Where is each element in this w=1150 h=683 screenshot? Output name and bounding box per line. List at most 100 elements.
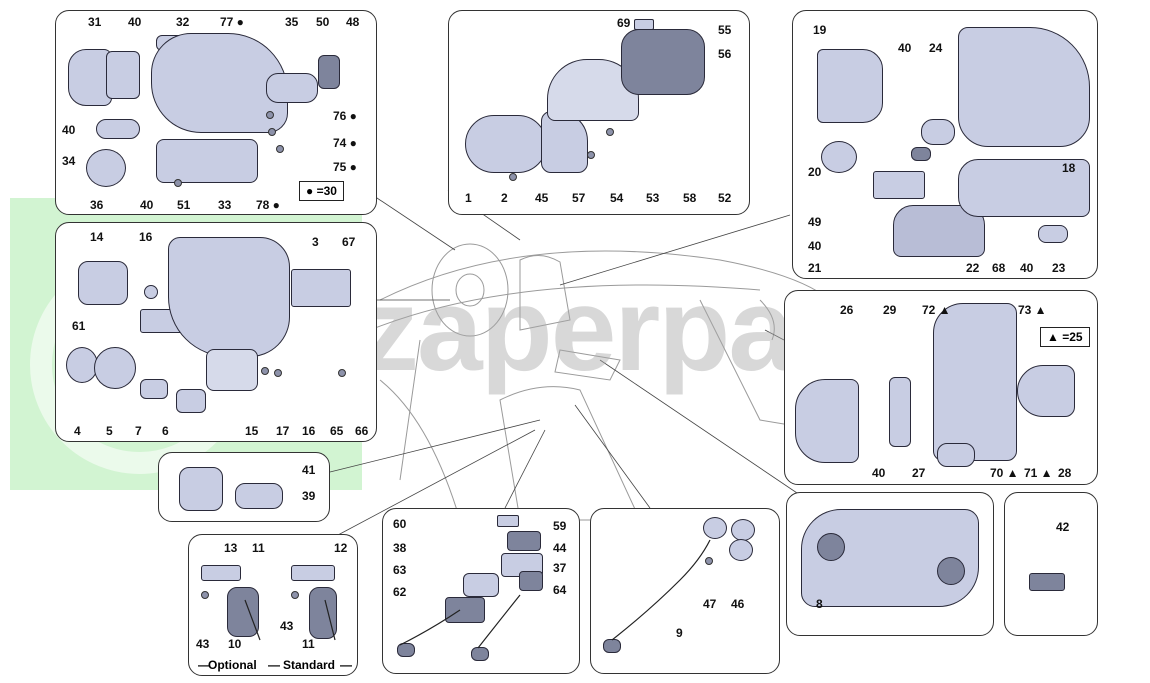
- label-34: 34: [62, 154, 76, 168]
- label-44: 44: [553, 541, 567, 555]
- panel-bottom-left: [188, 534, 358, 676]
- duct-28: [1017, 365, 1075, 417]
- pad-67: [291, 269, 351, 307]
- label-58: 58: [683, 191, 697, 205]
- switch-46a: [703, 517, 727, 539]
- label-40c: 40: [140, 198, 154, 212]
- label-66: 66: [355, 424, 369, 438]
- label-43: 43: [196, 637, 210, 651]
- label-50: 50: [316, 15, 330, 29]
- label-67: 67: [342, 235, 356, 249]
- cluster-1: [465, 115, 547, 173]
- label-48: 48: [346, 15, 360, 29]
- label-24: 24: [929, 41, 943, 55]
- switch-7: [140, 379, 168, 399]
- label-74: 74 ●: [333, 136, 357, 150]
- label-6: 6: [162, 424, 169, 438]
- label-62: 62: [393, 585, 407, 599]
- panel-top-right: [792, 10, 1098, 279]
- label-8: 8: [816, 597, 823, 611]
- label-13: 13: [224, 541, 238, 555]
- bracket-15: [206, 349, 258, 391]
- label-29: 29: [883, 303, 897, 317]
- switch-50: [318, 55, 340, 89]
- frame-41: [179, 467, 223, 511]
- vent-26: [795, 379, 859, 463]
- grille-29: [889, 377, 911, 447]
- plate-12: [291, 565, 335, 581]
- label-3: 3: [312, 235, 319, 249]
- nut-16: [144, 285, 158, 299]
- label-53: 53: [646, 191, 660, 205]
- vent-19: [817, 49, 883, 123]
- label-69: 69: [617, 16, 631, 30]
- label-7: 7: [135, 424, 142, 438]
- label-46: 46: [731, 597, 745, 611]
- label-20: 20: [808, 165, 822, 179]
- footer-divider-b: —: [198, 658, 210, 672]
- label-43b: 43: [280, 619, 294, 633]
- label-11b: 11: [302, 637, 315, 651]
- switch-37: [519, 571, 543, 591]
- label-10: 10: [228, 637, 242, 651]
- bezel-63: [463, 573, 499, 597]
- label-77: 77 ●: [220, 15, 244, 29]
- label-28: 28: [1058, 466, 1072, 480]
- sensor-23: [1038, 225, 1068, 243]
- plate-60: [497, 515, 519, 527]
- footer-divider-a: —: [268, 658, 280, 672]
- panel-bottom-8: [786, 492, 994, 636]
- label-40b: 40: [62, 123, 76, 137]
- trim-45: [541, 111, 588, 173]
- nut-66: [338, 369, 346, 377]
- label-31: 31: [88, 15, 102, 29]
- module-62: [445, 597, 485, 623]
- pad-49: [873, 171, 925, 199]
- panel-mid-right: ▲ =25: [784, 290, 1098, 485]
- screw-51: [174, 179, 182, 187]
- label-63: 63: [393, 563, 407, 577]
- label-2: 2: [501, 191, 508, 205]
- label-27: 27: [912, 466, 926, 480]
- label-52: 52: [718, 191, 732, 205]
- label-40d: 40: [898, 41, 912, 55]
- panel-mid-left: [55, 222, 377, 442]
- label-26: 26: [840, 303, 854, 317]
- plate-69: [634, 19, 654, 30]
- cluster-hood-77: [151, 33, 288, 133]
- switch-46c: [729, 539, 753, 561]
- clip-42: [1029, 573, 1065, 591]
- label-55: 55: [718, 23, 732, 37]
- knob-8b: [937, 557, 965, 585]
- label-49: 49: [808, 215, 822, 229]
- label-35: 35: [285, 15, 299, 29]
- switch-36: [86, 149, 126, 187]
- label-75: 75 ●: [333, 160, 357, 174]
- label-61: 61: [72, 319, 86, 333]
- nut-16b: [274, 369, 282, 377]
- switch-38: [507, 531, 541, 551]
- label-42: 42: [1056, 520, 1070, 534]
- label-40f: 40: [1020, 261, 1034, 275]
- label-76: 76 ●: [333, 109, 357, 123]
- label-45: 45: [535, 191, 549, 205]
- connector-62: [397, 643, 415, 657]
- screw-2: [509, 173, 517, 181]
- label-54: 54: [610, 191, 624, 205]
- label-57: 57: [572, 191, 586, 205]
- label-9: 9: [676, 626, 683, 640]
- duct-22: [958, 159, 1090, 217]
- trim-18: [958, 27, 1090, 147]
- panel-bottom-42: [1004, 492, 1098, 636]
- switch-20: [821, 141, 857, 173]
- label-11: 11: [252, 541, 265, 555]
- legend-dot: ● =30: [299, 181, 344, 201]
- label-12: 12: [334, 541, 348, 555]
- label-1: 1: [465, 191, 472, 205]
- label-70: 70 ▲: [990, 466, 1019, 480]
- nut-17: [261, 367, 269, 375]
- switch-39: [235, 483, 283, 509]
- label-71: 71 ▲: [1024, 466, 1053, 480]
